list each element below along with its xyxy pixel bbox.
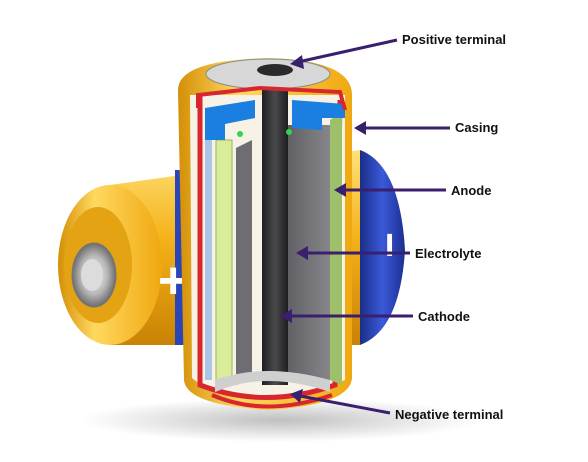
arrowhead-positive-terminal bbox=[290, 55, 304, 69]
floor-shadow bbox=[80, 398, 480, 442]
pointer-negative-terminal bbox=[299, 394, 391, 415]
arrowhead-negative-terminal bbox=[290, 389, 303, 403]
arrowhead-anode bbox=[334, 183, 346, 197]
arrowhead-casing bbox=[354, 121, 366, 135]
cutaway-battery bbox=[178, 58, 352, 410]
label-electrolyte: Electrolyte bbox=[415, 246, 482, 261]
electrolyte-column bbox=[262, 65, 288, 385]
label-positive-terminal: Positive terminal bbox=[402, 32, 507, 47]
bottom-cap bbox=[215, 371, 330, 392]
label-casing: Casing bbox=[455, 120, 499, 135]
blue-seal bbox=[205, 100, 255, 140]
anode-layer bbox=[215, 139, 233, 381]
label-negative-terminal: Negative terminal bbox=[395, 407, 504, 422]
label-cathode: Cathode bbox=[418, 309, 470, 324]
arrowhead-cathode bbox=[280, 309, 292, 323]
pointer-lines bbox=[280, 38, 450, 415]
pointer-positive-terminal bbox=[297, 38, 398, 64]
arrowhead-electrolyte bbox=[296, 246, 308, 260]
label-anode: Anode bbox=[451, 183, 492, 198]
